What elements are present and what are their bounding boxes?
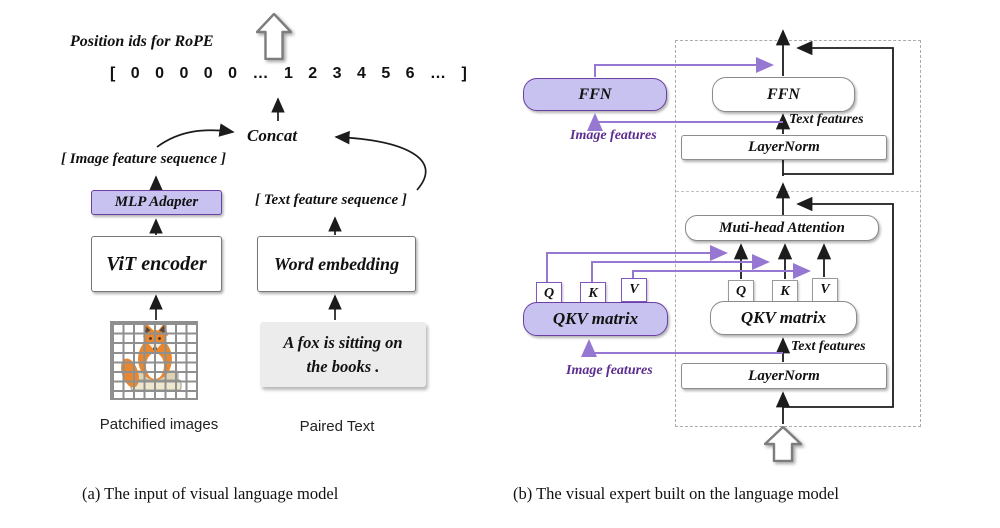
- block-arrow-up-input-icon: [763, 426, 803, 462]
- layernorm-top-box: LayerNorm: [681, 135, 887, 160]
- layernorm-bottom-box: LayerNorm: [681, 363, 887, 389]
- qkv-visual-label: QKV matrix: [552, 309, 639, 328]
- attention-box: Muti-head Attention: [685, 215, 879, 241]
- block-divider: [676, 191, 919, 192]
- ffn-visual-box: FFN: [523, 78, 667, 111]
- attention-label: Muti-head Attention: [719, 219, 845, 236]
- qkv-text-box: QKV matrix: [710, 301, 857, 335]
- q-visual-label: Q: [543, 286, 555, 301]
- qkv-text-label: QKV matrix: [740, 308, 827, 327]
- text-feature-sequence-label: [ Text feature sequence ]: [255, 192, 407, 208]
- v-text-label: V: [820, 282, 830, 297]
- paired-text-label: Paired Text: [299, 418, 375, 435]
- sample-text: A fox is sitting on the books .: [283, 332, 403, 376]
- caption-b: (b) The visual expert built on the langu…: [513, 484, 839, 503]
- ffn-visual-label: FFN: [578, 85, 612, 103]
- vit-encoder-label: ViT encoder: [106, 252, 207, 275]
- ffn-text-box: FFN: [712, 77, 855, 112]
- position-ids-label: Position ids for RoPE: [70, 33, 214, 50]
- k-visual-label: K: [588, 286, 598, 301]
- concat-label: Concat: [247, 126, 298, 145]
- q-text-box: Q: [728, 280, 754, 304]
- mlp-adapter-box: MLP Adapter: [91, 190, 222, 215]
- v-visual-box: V: [621, 278, 647, 302]
- mlp-adapter-label: MLP Adapter: [114, 194, 199, 210]
- text-features-top-label: Text features: [789, 112, 864, 127]
- v-text-box: V: [812, 278, 838, 302]
- ffn-text-label: FFN: [767, 85, 800, 103]
- text-features-bottom-label: Text features: [791, 339, 866, 354]
- layernorm-top-label: LayerNorm: [748, 139, 820, 155]
- paired-text-box: A fox is sitting on the books .: [260, 322, 426, 387]
- qkv-visual-box: QKV matrix: [523, 302, 668, 336]
- block-arrow-up-icon: [256, 13, 292, 60]
- k-text-box: K: [772, 280, 798, 304]
- image-features-bottom-label: Image features: [566, 363, 653, 378]
- k-text-label: K: [780, 284, 790, 299]
- layernorm-bottom-label: LayerNorm: [748, 367, 820, 384]
- transformer-block-frame: [675, 40, 921, 427]
- word-embedding-box: Word embedding: [257, 236, 416, 292]
- q-text-label: Q: [735, 284, 747, 299]
- image-feature-sequence-label: [ Image feature sequence ]: [61, 151, 226, 167]
- fox-patchified-image: [110, 321, 198, 400]
- word-embedding-label: Word embedding: [273, 253, 400, 274]
- patch-grid-overlay: [110, 321, 198, 400]
- caption-a: (a) The input of visual language model: [82, 484, 339, 503]
- vit-encoder-box: ViT encoder: [91, 236, 222, 292]
- patchified-images-label: Patchified images: [99, 416, 219, 433]
- position-ids-sequence: [ 0 0 0 0 0 … 1 2 3 4 5 6 … ]: [110, 65, 467, 82]
- v-visual-label: V: [629, 282, 639, 297]
- image-features-top-label: Image features: [570, 128, 657, 143]
